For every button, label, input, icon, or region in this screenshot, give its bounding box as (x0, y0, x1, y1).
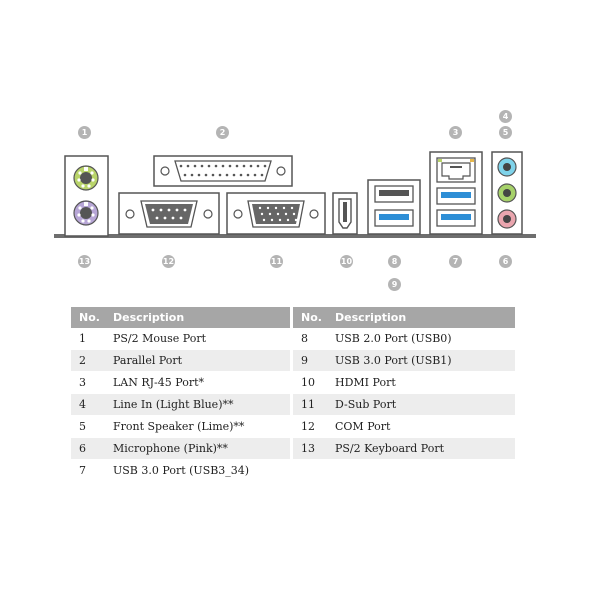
row-no: 10 (293, 371, 327, 394)
row-description: USB 2.0 Port (USB0) (327, 328, 515, 350)
header-no: No. (71, 307, 105, 328)
lan-rj45-port (436, 157, 476, 183)
row-no: 3 (71, 371, 105, 394)
ps2-port-group (64, 155, 109, 237)
row-description: Line In (Light Blue)** (105, 393, 290, 416)
row-description: D-Sub Port (327, 393, 515, 416)
row-no: 5 (71, 415, 105, 438)
callout-9: 9 (388, 278, 401, 291)
row-description: PS/2 Mouse Port (105, 328, 290, 350)
panel-baseline (54, 234, 536, 238)
header-description: Description (327, 307, 515, 328)
usb20-port (374, 185, 414, 203)
row-no: 6 (71, 437, 105, 460)
callout-4: 4 (499, 110, 512, 123)
callout-3: 3 (449, 126, 462, 139)
row-description: COM Port (327, 415, 515, 438)
row-no: 8 (293, 328, 327, 350)
row-no: 4 (71, 393, 105, 416)
row-description: Microphone (Pink)** (105, 437, 290, 460)
row-description: LAN RJ-45 Port* (105, 371, 290, 394)
parallel-port (153, 155, 293, 187)
row-no (293, 459, 327, 482)
table-header-row: No. Description (293, 307, 515, 328)
ps2-keyboard-port (73, 200, 99, 226)
callout-6: 6 (499, 255, 512, 268)
callout-10: 10 (340, 255, 353, 268)
row-no: 7 (71, 459, 105, 482)
row-description: USB 3.0 Port (USB3_34) (105, 459, 290, 482)
table-header-row: No. Description (71, 307, 290, 328)
header-description: Description (105, 307, 290, 328)
row-description (327, 459, 515, 482)
row-no: 2 (71, 349, 105, 372)
ps2-mouse-port (73, 165, 99, 191)
row-description: USB 3.0 Port (USB1) (327, 349, 515, 372)
row-description: Parallel Port (105, 349, 290, 372)
callout-8: 8 (388, 255, 401, 268)
callout-12: 12 (162, 255, 175, 268)
callout-1: 1 (78, 126, 91, 139)
row-no: 1 (71, 328, 105, 350)
usb30-port-usb1 (374, 209, 414, 227)
callout-2: 2 (216, 126, 229, 139)
row-description: HDMI Port (327, 371, 515, 394)
row-no: 11 (293, 393, 327, 416)
usb-stack-left (367, 179, 421, 235)
usb30-port-b (436, 209, 476, 227)
com-port (118, 192, 220, 235)
row-no: 9 (293, 349, 327, 372)
hdmi-port (332, 192, 358, 235)
row-no: 12 (293, 415, 327, 438)
usb30-port-a (436, 187, 476, 205)
row-description: PS/2 Keyboard Port (327, 437, 515, 460)
line-in-jack (497, 157, 517, 177)
microphone-jack (497, 209, 517, 229)
callout-7: 7 (449, 255, 462, 268)
callout-13: 13 (78, 255, 91, 268)
table-row (293, 459, 515, 482)
row-description: Front Speaker (Lime)** (105, 415, 290, 438)
front-speaker-jack (497, 183, 517, 203)
header-no: No. (293, 307, 327, 328)
audio-jack-stack (491, 151, 523, 235)
callout-5: 5 (499, 126, 512, 139)
row-no: 13 (293, 437, 327, 460)
d-sub-port (226, 192, 326, 235)
lan-usb-stack (429, 151, 483, 235)
io-panel-diagram: 1 2 3 4 5 6 7 8 9 10 11 12 13 (54, 110, 536, 291)
callout-11: 11 (270, 255, 283, 268)
